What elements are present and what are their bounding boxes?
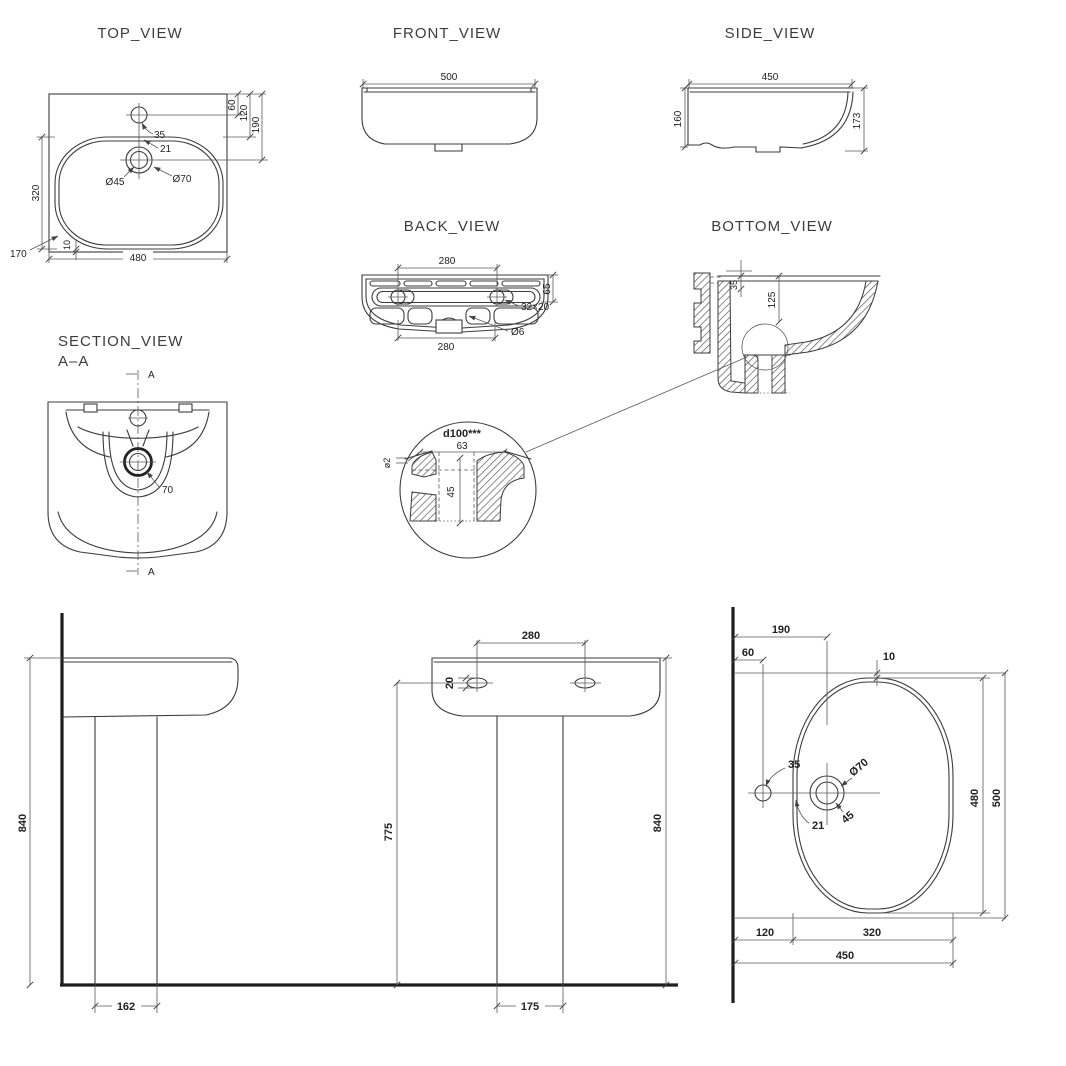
- dim-320-label: 320: [31, 184, 42, 201]
- dim-35b-label: 35: [729, 280, 739, 290]
- back-view: BACK_VIEW 280 65: [361, 218, 558, 353]
- front-install-view: 20 280 775 840 175: [383, 630, 672, 1013]
- dim-d70-plan-label: Ø70: [847, 756, 871, 779]
- dim-775-label: 775: [383, 823, 395, 841]
- front-view: FRONT_VIEW 500: [359, 25, 539, 152]
- dim-190-plan-label: 190: [772, 624, 790, 636]
- side-view: SIDE_VIEW 450 160 173: [673, 25, 868, 155]
- detail-view: d100*** 63 45 ø2: [382, 356, 748, 559]
- dim-500-plan-label: 500: [991, 789, 1003, 807]
- dim-173-label: 173: [852, 112, 863, 129]
- dim-d70-label: Ø70: [173, 174, 192, 185]
- dim-280-top-label: 280: [439, 256, 456, 267]
- dim-70-label: 70: [162, 485, 174, 496]
- dim-10-plan-label: 10: [883, 651, 895, 663]
- dim-162-label: 162: [117, 1001, 135, 1013]
- section-marker-bottom: A: [148, 567, 155, 578]
- dim-21-plan-label: 21: [812, 820, 824, 832]
- top-view: TOP_VIEW 35 21 Ø45 Ø70 60 120 190: [10, 25, 268, 264]
- dim-45-label: 45: [446, 486, 457, 498]
- section-marker-top: A: [148, 370, 155, 381]
- dim-120-label: 120: [239, 104, 250, 121]
- dim-45-plan-label: 45: [840, 809, 857, 826]
- plan-view: 190 60 10 35 Ø70 45 21 480 500 120: [731, 607, 1009, 1003]
- dim-480-plan-label: 480: [969, 789, 981, 807]
- section-view-title: SECTION_VIEW: [58, 333, 183, 350]
- top-view-title: TOP_VIEW: [97, 25, 182, 42]
- dim-63-label: 63: [456, 441, 468, 452]
- dim-125-label: 125: [767, 291, 778, 308]
- dim-120-plan-label: 120: [756, 927, 774, 939]
- dim-60-label: 60: [227, 99, 238, 111]
- dim-840-front-label: 840: [652, 814, 664, 832]
- section-view-subtitle: A–A: [58, 353, 89, 370]
- dim-280-install-label: 280: [522, 630, 540, 642]
- dim-190-label: 190: [251, 116, 262, 133]
- bottom-view: BOTTOM_VIEW 35 125: [693, 218, 881, 394]
- dim-840-side-label: 840: [17, 814, 29, 832]
- dim-320-plan-label: 320: [863, 927, 881, 939]
- dim-60-plan-label: 60: [742, 647, 754, 659]
- dim-480-label: 480: [130, 253, 147, 264]
- bottom-view-title: BOTTOM_VIEW: [711, 218, 833, 235]
- dim-500-label: 500: [441, 72, 458, 83]
- dim-170-label: 170: [10, 249, 27, 260]
- side-view-title: SIDE_VIEW: [725, 25, 816, 42]
- dim-450-plan-label: 450: [836, 950, 854, 962]
- dim-2-label: ø2: [382, 458, 392, 469]
- dim-160-label: 160: [673, 110, 684, 127]
- dim-175-label: 175: [521, 1001, 539, 1013]
- back-view-title: BACK_VIEW: [404, 218, 501, 235]
- dim-65-label: 65: [542, 283, 553, 295]
- section-view: SECTION_VIEW A–A A A 70: [47, 333, 228, 578]
- dim-d6-label: Ø6: [511, 327, 525, 338]
- side-install-view: 840 162: [17, 613, 678, 1013]
- dim-d45-label: Ø45: [106, 177, 125, 188]
- dim-32x20-label: 32×20: [521, 302, 550, 313]
- front-view-title: FRONT_VIEW: [393, 25, 501, 42]
- detail-label: d100***: [443, 428, 482, 440]
- dim-280-bottom-label: 280: [438, 342, 455, 353]
- dim-35-plan-label: 35: [788, 759, 800, 771]
- dim-21-label: 21: [160, 144, 172, 155]
- dim-10-label: 10: [62, 240, 72, 250]
- dim-35-label: 35: [154, 130, 166, 141]
- dim-450-label: 450: [762, 72, 779, 83]
